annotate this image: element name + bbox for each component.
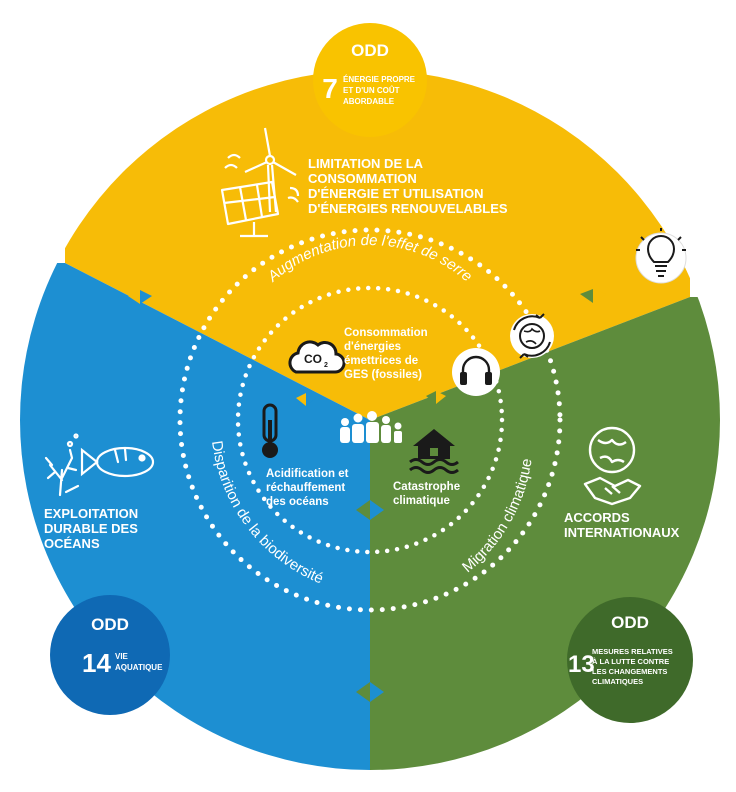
- ocean-text-3: OCÉANS: [44, 536, 100, 551]
- co2-cloud-icon: CO 2: [288, 340, 346, 374]
- ocean-text-2: DURABLE DES: [44, 521, 138, 536]
- badge-top-number: 7: [322, 73, 338, 104]
- acidification-text-1: Acidification et: [266, 468, 349, 480]
- energy-text-3: D'ÉNERGIE ET UTILISATION: [308, 186, 483, 201]
- globe-handshake-icon: [583, 426, 642, 506]
- coral-fish-icon: [44, 433, 155, 497]
- badge-left-line-1: VIE: [115, 652, 129, 661]
- badge-top-header: ODD: [351, 41, 389, 60]
- agreements-text-2: INTERNATIONAUX: [564, 525, 680, 540]
- badge-right-line-1: MESURES RELATIVES: [592, 647, 673, 656]
- agreements-text-1: ACCORDS: [564, 510, 630, 525]
- badge-left-number: 14: [82, 648, 111, 678]
- acidification-text-2: réchauffement: [266, 482, 345, 494]
- lightbulb-icon: [635, 228, 687, 284]
- odd-badge-right: ODD 13 MESURES RELATIVES À LA LUTTE CONT…: [567, 597, 693, 723]
- sectors: [20, 70, 720, 770]
- odd-badge-top: ODD 7 ÉNERGIE PROPRE ET D'UN COÛT ABORDA…: [313, 23, 427, 137]
- flooded-house-icon: [409, 429, 459, 474]
- outer-dotted-ring: [177, 227, 563, 613]
- headphones-icon: [452, 348, 500, 396]
- thermometer-icon: [262, 403, 278, 458]
- fossil-text-3: émettrices de: [344, 355, 418, 367]
- inner-dotted-ring: [235, 285, 505, 555]
- badge-left-header: ODD: [91, 615, 129, 634]
- globe-cycle-icon: [510, 313, 554, 359]
- solar-wind-icon: [220, 127, 300, 238]
- svg-text:CO: CO: [304, 352, 322, 366]
- acidification-text-3: des océans: [266, 496, 329, 508]
- badge-left-line-2: AQUATIQUE: [115, 663, 163, 672]
- badge-right-line-4: CLIMATIQUES: [592, 677, 643, 686]
- catastrophe-text-1: Catastrophe: [393, 481, 460, 493]
- badge-right-line-2: À LA LUTTE CONTRE: [592, 657, 669, 666]
- badge-right-header: ODD: [611, 613, 649, 632]
- badge-right-line-3: LES CHANGEMENTS: [592, 667, 667, 676]
- badge-top-line-3: ABORDABLE: [343, 97, 395, 106]
- energy-text-4: D'ÉNERGIES RENOUVELABLES: [308, 201, 508, 216]
- badge-right-number: 13: [568, 651, 595, 678]
- fossil-text-1: Consommation: [344, 327, 428, 339]
- border-markers: [128, 289, 606, 702]
- energy-text-1: LIMITATION DE LA: [308, 156, 424, 171]
- svg-text:2: 2: [324, 362, 328, 369]
- catastrophe-text-2: climatique: [393, 495, 450, 507]
- fossil-text-4: GES (fossiles): [344, 369, 422, 381]
- fossil-text-2: d'énergies: [344, 341, 401, 353]
- badge-top-line-2: ET D'UN COÛT: [343, 86, 400, 95]
- people-icon: [340, 411, 402, 443]
- odd-badge-left: ODD 14 VIE AQUATIQUE: [50, 595, 170, 715]
- ocean-text-1: EXPLOITATION: [44, 506, 138, 521]
- energy-text-2: CONSOMMATION: [308, 171, 417, 186]
- badge-top-line-1: ÉNERGIE PROPRE: [343, 75, 416, 84]
